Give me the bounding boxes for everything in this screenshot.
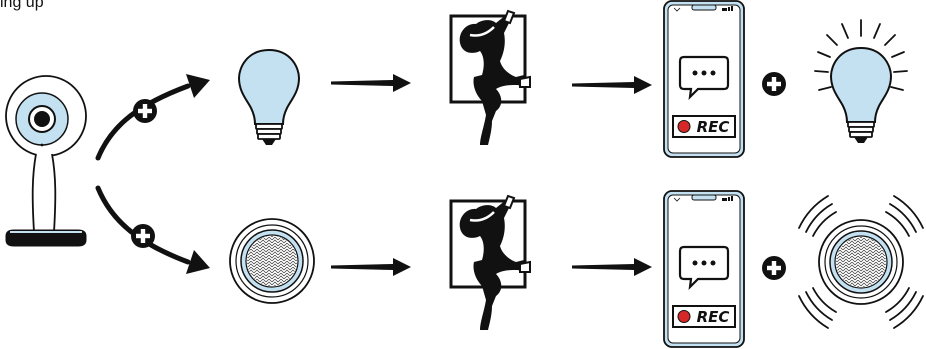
plus-icon	[133, 99, 157, 123]
light-bulb-flashing-icon	[815, 20, 907, 143]
light-bulb-icon	[239, 50, 299, 145]
plus-icon	[762, 256, 786, 280]
arrow	[331, 74, 411, 92]
intruder-icon	[451, 196, 530, 330]
intruder-icon	[451, 11, 530, 145]
siren-row: REC	[230, 191, 923, 347]
arrow	[572, 258, 652, 276]
arrow	[572, 76, 652, 94]
plus-icon	[762, 72, 786, 96]
plus-icon	[131, 224, 155, 248]
siren-icon	[230, 219, 314, 303]
siren-sounding-icon	[799, 196, 923, 328]
rec-label: REC	[697, 308, 730, 326]
light-row: REC	[239, 1, 907, 157]
arrow	[331, 258, 411, 276]
camera-icon	[6, 76, 86, 246]
rec-label: REC	[697, 118, 730, 136]
curve-arrow-down	[98, 188, 210, 274]
